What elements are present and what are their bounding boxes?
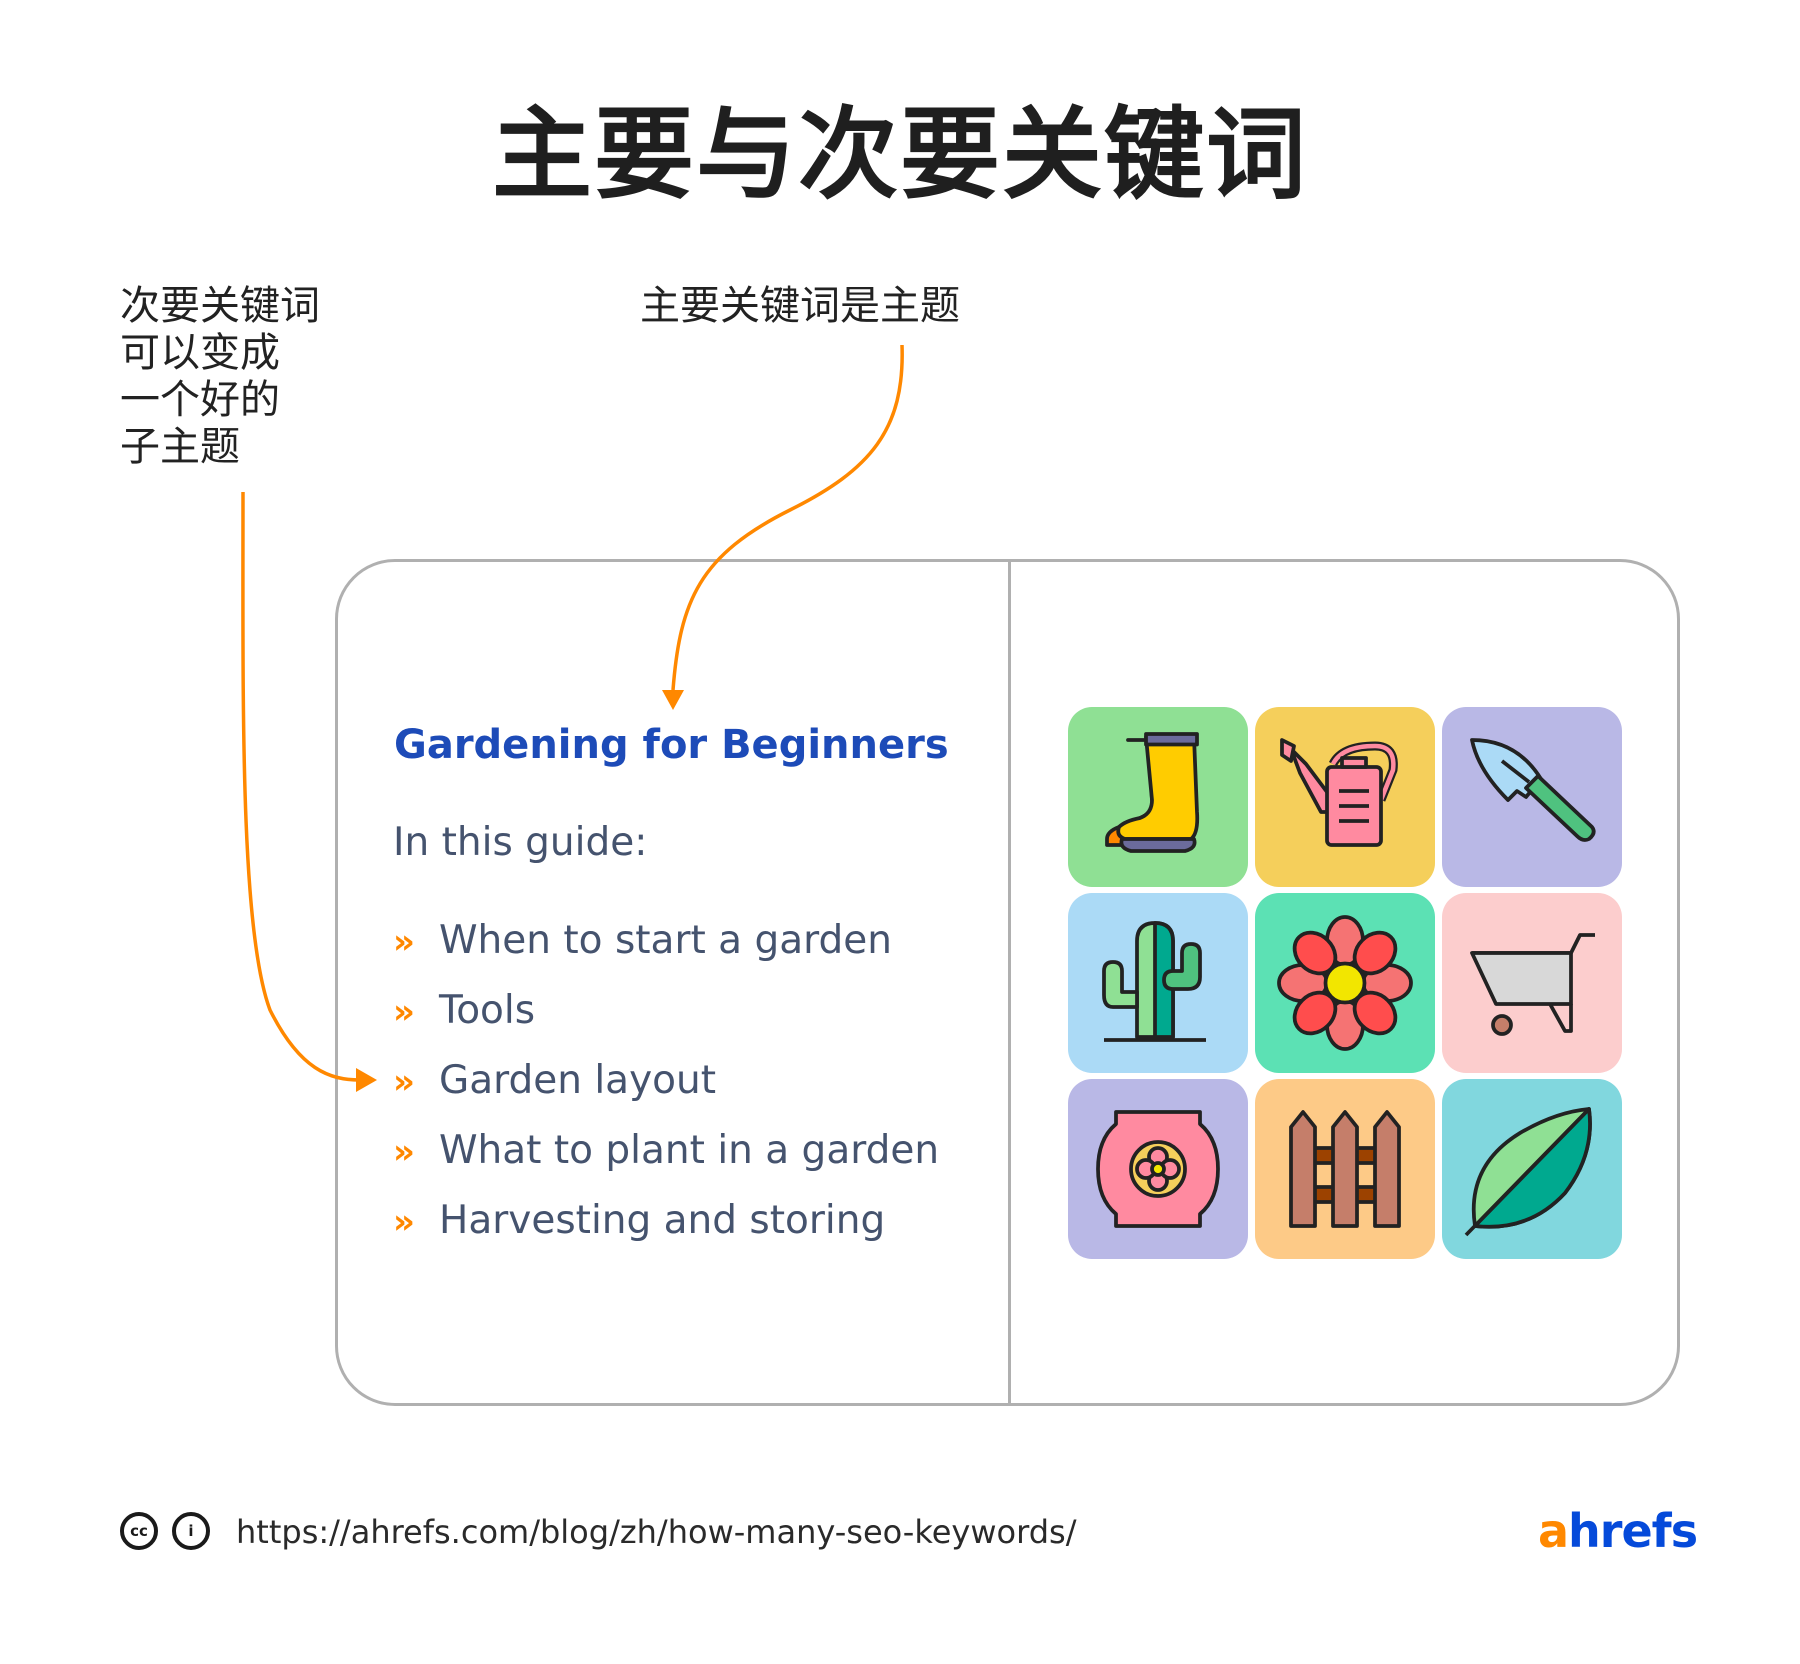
flower-icon <box>1277 915 1413 1051</box>
tile-rain-boots <box>1068 707 1248 887</box>
list-item: » Tools <box>393 988 535 1033</box>
watering-can-icon <box>1280 738 1398 847</box>
note-line: 次要关键词 <box>120 283 320 329</box>
trowel-icon <box>1470 738 1596 842</box>
article-intro: In this guide: <box>393 820 648 865</box>
tile-seed-bag <box>1068 1079 1248 1259</box>
tile-leaf <box>1442 1079 1622 1259</box>
list-item-label: What to plant in a garden <box>439 1128 940 1173</box>
license-icons: cc i <box>120 1512 210 1550</box>
list-item: » What to plant in a garden <box>393 1128 939 1173</box>
ahrefs-logo: ahrefs <box>1538 1504 1698 1558</box>
leaf-icon <box>1464 1107 1592 1237</box>
tile-cactus <box>1068 893 1248 1073</box>
secondary-arrow <box>241 491 361 1082</box>
tile-watering-can <box>1255 707 1435 887</box>
wheelbarrow-icon <box>1470 933 1595 1036</box>
cactus-icon <box>1102 921 1206 1042</box>
list-item: » When to start a garden <box>393 918 892 963</box>
double-chevron-icon: » <box>393 1062 415 1102</box>
double-chevron-icon: » <box>393 1132 415 1172</box>
note-line: 一个好的 <box>120 377 280 423</box>
primary-arrow-head <box>662 690 684 710</box>
list-item: » Harvesting and storing <box>393 1198 885 1243</box>
logo-rest: hrefs <box>1568 1504 1698 1558</box>
list-item-label: Tools <box>439 988 536 1033</box>
card-divider <box>1008 560 1011 1405</box>
rain-boots-icon <box>1105 732 1200 853</box>
fence-icon <box>1289 1110 1401 1228</box>
secondary-arrow-head <box>356 1068 377 1092</box>
attribution-icon: i <box>172 1512 210 1550</box>
seed-bag-icon <box>1096 1110 1220 1228</box>
tile-fence <box>1255 1079 1435 1259</box>
source-url[interactable]: https://ahrefs.com/blog/zh/how-many-seo-… <box>236 1513 1077 1551</box>
secondary-keyword-note: 次要关键词 可以变成 一个好的 子主题 <box>120 283 320 471</box>
tile-trowel <box>1442 707 1622 887</box>
double-chevron-icon: » <box>393 992 415 1032</box>
primary-keyword-note: 主要关键词是主题 <box>640 283 960 329</box>
tile-flower <box>1255 893 1435 1073</box>
double-chevron-icon: » <box>393 1202 415 1242</box>
double-chevron-icon: » <box>393 922 415 962</box>
note-line: 可以变成 <box>120 330 280 376</box>
article-heading: Gardening for Beginners <box>394 722 949 768</box>
list-item-label: Garden layout <box>439 1058 717 1103</box>
list-item-label: When to start a garden <box>439 918 892 963</box>
logo-a: a <box>1538 1504 1569 1558</box>
primary-arrow <box>671 344 904 691</box>
note-line: 子主题 <box>120 424 240 470</box>
list-item: » Garden layout <box>393 1058 716 1103</box>
list-item-label: Harvesting and storing <box>439 1198 886 1243</box>
cc-icon: cc <box>120 1512 158 1550</box>
tile-wheelbarrow <box>1442 893 1622 1073</box>
page-title: 主要与次要关键词 <box>492 96 1308 213</box>
